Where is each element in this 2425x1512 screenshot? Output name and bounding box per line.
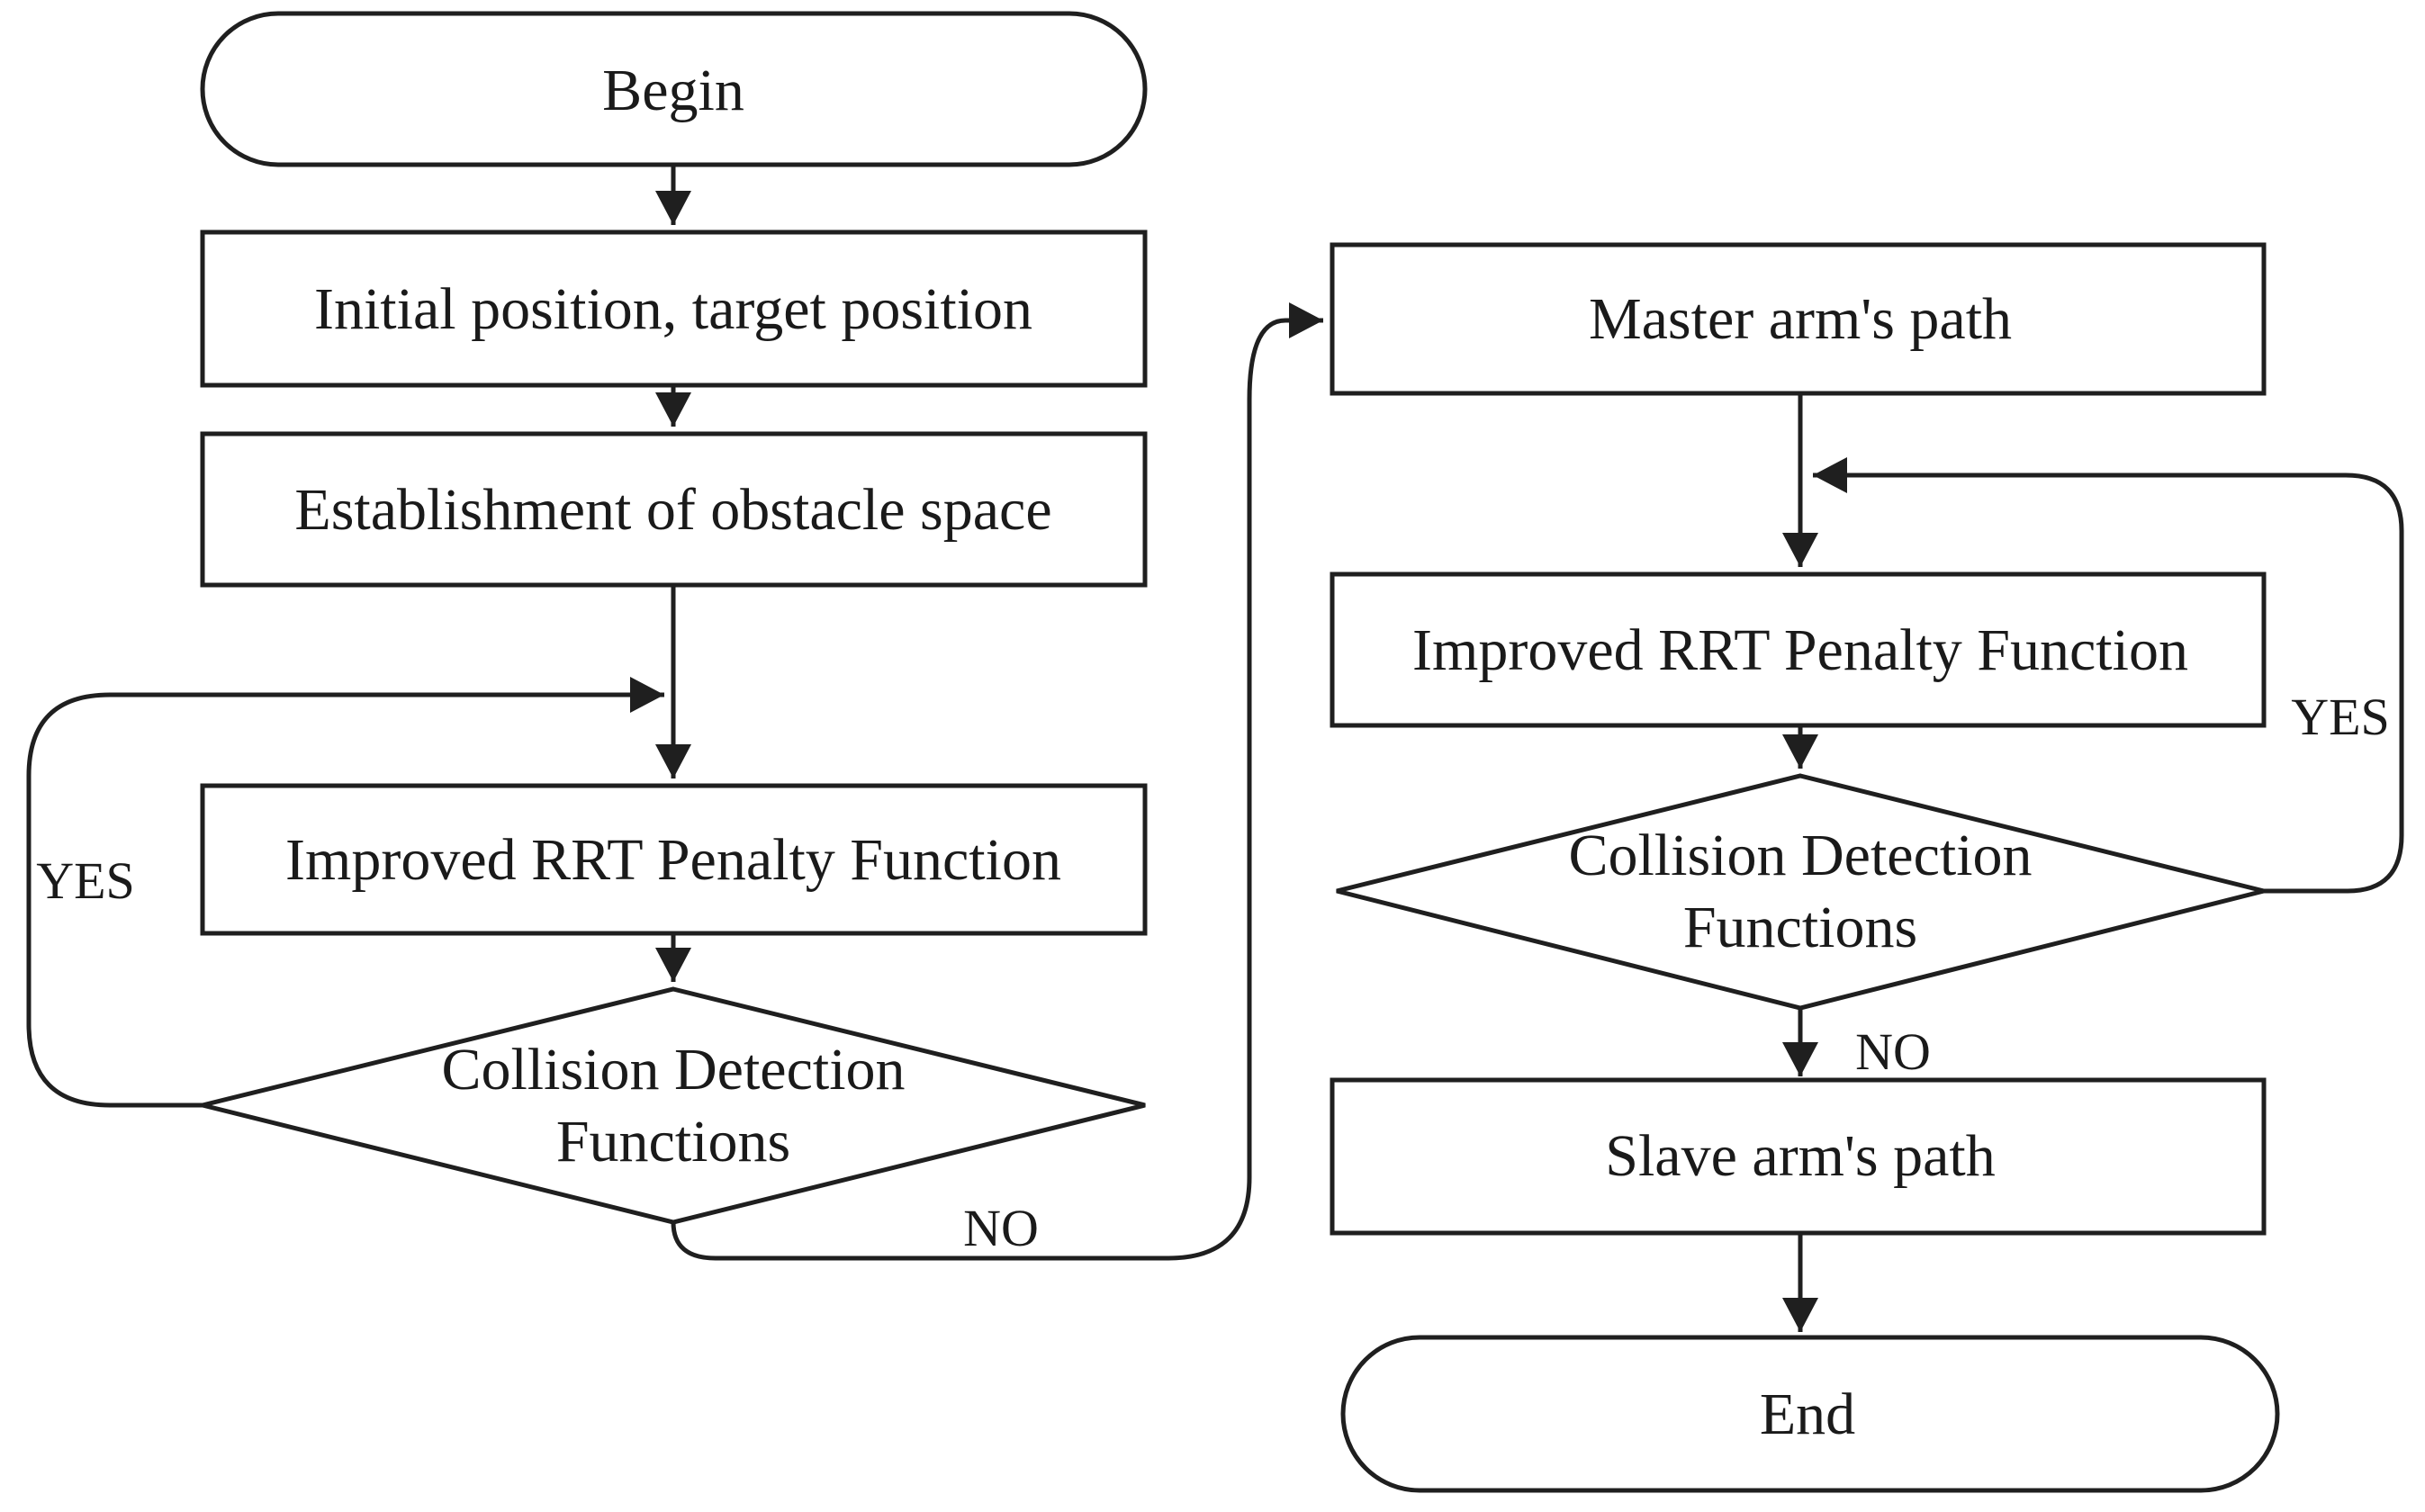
edge-no-left-to-master <box>671 302 1323 1261</box>
node-label: Improved RRT Penalty Function <box>1412 617 2188 683</box>
edge-labels: YES NO YES NO <box>36 688 2390 1257</box>
edge-label-no-left: NO <box>963 1199 1039 1257</box>
node-label: Collision Detection <box>441 1037 905 1102</box>
node-slave-arm-path: Slave arm's path <box>1330 1077 2267 1236</box>
process-shape <box>200 783 1148 936</box>
node-label: Improved RRT Penalty Function <box>285 827 1061 893</box>
edge-label-yes-left: YES <box>36 851 135 910</box>
node-master-arm-path: Master arm's path <box>1330 242 2267 396</box>
process-shape <box>1330 242 2267 396</box>
node-end: End <box>1340 1335 2280 1493</box>
terminator-shape <box>200 11 1148 167</box>
edge-yes-loop-right <box>1813 457 2404 894</box>
node-obstacle-space: Establishment of obstacle space <box>200 431 1148 588</box>
node-label: Functions <box>556 1109 790 1174</box>
edge-label-no-right: NO <box>1855 1022 1931 1081</box>
node-label: Functions <box>1683 895 1917 960</box>
node-begin: Begin <box>200 11 1148 167</box>
node-collision-detection-left: Collision Detection Functions <box>202 986 1146 1225</box>
decision-shape <box>1336 773 2265 1011</box>
node-improved-rrt-left: Improved RRT Penalty Function <box>200 783 1148 936</box>
node-collision-detection-right: Collision Detection Functions <box>1336 773 2265 1011</box>
node-label: Establishment of obstacle space <box>294 477 1051 543</box>
node-label: End <box>1760 1382 1855 1447</box>
process-shape <box>1330 1077 2267 1236</box>
node-label: Collision Detection <box>1568 823 2032 888</box>
decision-shape <box>202 986 1146 1225</box>
process-shape <box>200 431 1148 588</box>
node-label: Slave arm's path <box>1605 1123 1995 1189</box>
node-improved-rrt-right: Improved RRT Penalty Function <box>1330 572 2267 728</box>
edges <box>26 165 2404 1332</box>
terminator-shape <box>1340 1335 2280 1493</box>
node-initial-position: Initial position, target position <box>200 230 1148 388</box>
process-shape <box>200 230 1148 388</box>
node-label: Begin <box>602 58 744 123</box>
edge-label-yes-right: YES <box>2291 688 2390 746</box>
node-label: Master arm's path <box>1589 286 2012 352</box>
node-label: Initial position, target position <box>314 276 1032 342</box>
edge-yes-loop-left <box>26 677 664 1108</box>
process-shape <box>1330 572 2267 728</box>
